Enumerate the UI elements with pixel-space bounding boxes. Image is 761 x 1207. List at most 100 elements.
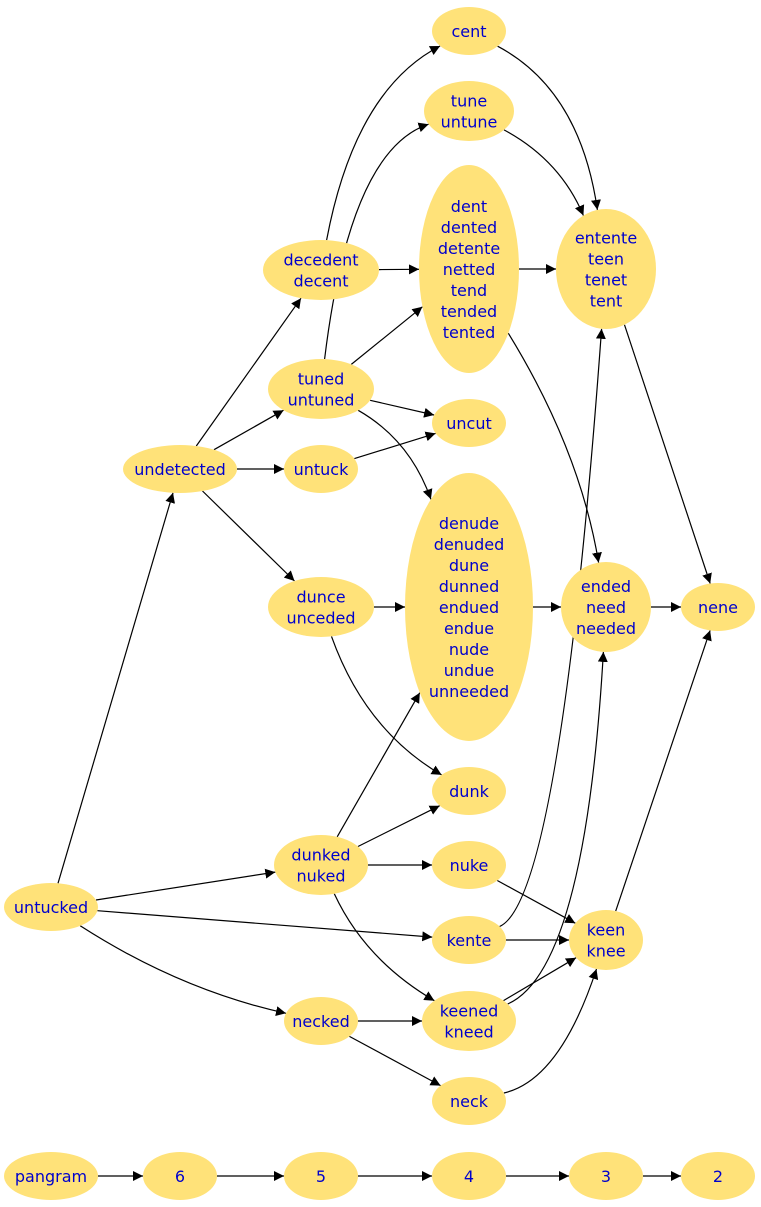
node-word: tune — [451, 92, 487, 111]
node-entente: entente teen tenet tent — [556, 209, 656, 329]
edge-cent-to-entente — [497, 45, 601, 210]
node-ellipse — [569, 910, 643, 970]
node-dunked: dunked nuked — [274, 835, 368, 895]
node-word: decent — [293, 272, 348, 291]
edge-keened-to-keen — [503, 957, 577, 1002]
edge-line — [503, 957, 577, 1002]
node-word: nuke — [450, 856, 489, 875]
node-word: entente — [575, 229, 637, 248]
edge-undetected-to-tuned — [213, 409, 284, 451]
edge-line — [497, 879, 576, 924]
node-ellipse — [284, 997, 358, 1045]
edge-keen-to-nene — [615, 630, 712, 912]
node-n5: 5 — [284, 1152, 358, 1200]
node-undetected: undetected — [123, 445, 237, 493]
node-ellipse — [681, 1152, 755, 1200]
node-word: dunked — [291, 846, 350, 865]
edge-undetected-to-decedent — [195, 297, 302, 447]
node-ellipse — [284, 1152, 358, 1200]
node-word: untuned — [288, 391, 355, 410]
edge-dunked-to-dunk — [357, 805, 440, 848]
edge-nuke-to-keen — [497, 879, 576, 924]
node-word: keened — [440, 1002, 499, 1021]
node-ellipse — [432, 399, 506, 447]
node-word: 5 — [316, 1167, 326, 1186]
edge-decedent-to-cent — [326, 45, 441, 241]
node-word: 6 — [175, 1167, 185, 1186]
edge-line — [330, 636, 442, 776]
node-ellipse — [432, 1077, 506, 1125]
edge-dunked-to-keened — [333, 893, 435, 1002]
edge-dunked-to-denude — [336, 692, 421, 838]
node-ellipse — [422, 991, 516, 1051]
node-word: 3 — [601, 1167, 611, 1186]
node-ellipse — [681, 583, 755, 631]
node-ellipse — [268, 359, 374, 419]
node-word: teen — [588, 250, 624, 269]
edge-line — [195, 297, 302, 447]
edge-line — [213, 409, 284, 451]
node-ellipse — [268, 577, 374, 637]
node-uncut: uncut — [432, 399, 506, 447]
edge-line — [202, 490, 295, 582]
node-word: dented — [441, 218, 497, 237]
edges-layer — [57, 45, 712, 1181]
node-kente: kente — [432, 916, 506, 964]
node-n4: 4 — [432, 1152, 506, 1200]
node-necked: necked — [284, 997, 358, 1045]
edge-line — [507, 651, 608, 1005]
edge-tune-to-entente — [503, 129, 585, 216]
node-ellipse — [419, 165, 519, 373]
node-word: dunce — [296, 588, 345, 607]
node-word: tenet — [585, 271, 627, 290]
node-nene: nene — [681, 583, 755, 631]
node-word: kente — [447, 931, 492, 950]
node-word: endue — [444, 619, 494, 638]
edge-line — [369, 399, 435, 418]
node-word: dunk — [449, 782, 489, 801]
node-ellipse — [284, 445, 358, 493]
edge-line — [615, 630, 712, 912]
edge-untucked-to-kente — [97, 910, 433, 942]
node-ellipse — [4, 883, 98, 931]
edge-untucked-to-undetected — [57, 492, 175, 884]
edge-line — [503, 968, 599, 1094]
node-word: nuked — [297, 867, 346, 886]
edge-tuned-to-denude — [357, 409, 433, 500]
node-word: tuned — [298, 370, 345, 389]
edge-kente-to-entente — [499, 328, 606, 928]
node-word: dune — [449, 556, 489, 575]
node-word: tent — [590, 292, 623, 311]
node-ellipse — [274, 835, 368, 895]
node-ellipse — [432, 1152, 506, 1200]
edge-tuned-to-uncut — [369, 399, 435, 418]
edge-line — [324, 122, 429, 360]
node-untucked: untucked — [4, 883, 98, 931]
node-ellipse — [4, 1152, 98, 1200]
edge-keened-to-ended — [507, 651, 608, 1005]
node-word: dent — [451, 197, 487, 216]
edge-line — [357, 409, 433, 500]
edge-neck-to-keen — [503, 968, 599, 1094]
node-ellipse — [569, 1152, 643, 1200]
node-word: dunned — [439, 577, 500, 596]
node-denude: denudedenudeddunedunnedenduedenduenudeun… — [405, 473, 533, 741]
edge-line — [336, 692, 421, 838]
node-pangram: pangram — [4, 1152, 98, 1200]
node-word: detente — [438, 239, 500, 258]
node-word: netted — [443, 260, 496, 279]
node-cent: cent — [432, 7, 506, 55]
edge-line — [57, 492, 175, 884]
edge-line — [623, 324, 712, 584]
node-word: keen — [587, 921, 626, 940]
edge-line — [350, 306, 423, 365]
node-word: pangram — [15, 1167, 87, 1186]
node-ellipse — [432, 841, 506, 889]
node-word: denude — [439, 514, 499, 533]
